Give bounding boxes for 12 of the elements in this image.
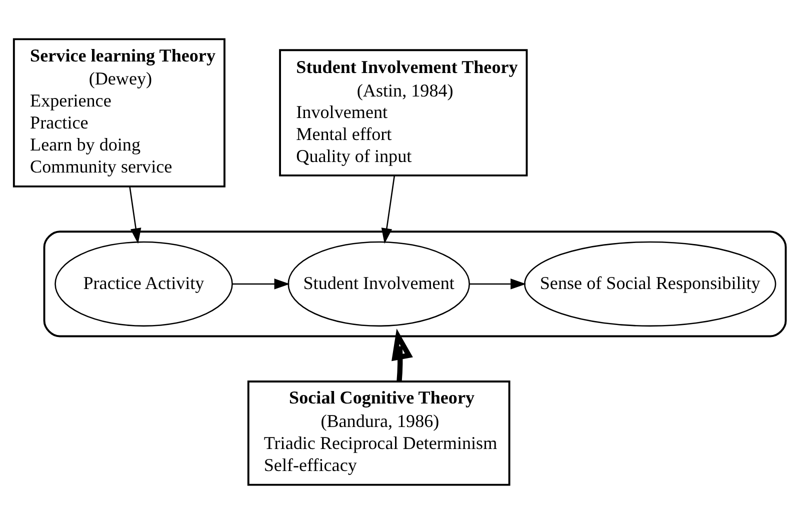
node-ellipse: Sense of Social Responsibility [524,241,776,327]
arrow [392,328,413,382]
node-ellipse: Practice Activity [54,241,233,327]
node-box: Student Involvement Theory (Astin, 1984) Involvement Mental effort Quality of input [279,49,528,176]
arrow [129,186,142,244]
arrow [381,176,396,244]
node-box: Social Cognitive Theory (Bandura, 1986) Triadic Reciprocal Determinism Self-efficacy [247,380,510,486]
cluster [43,230,787,338]
node-ellipse: Student Involvement [288,241,470,327]
node-box: Service learning Theory (Dewey) Experience Practice Learn by doing Community service [12,38,226,188]
arrow [469,278,526,290]
arrow [232,278,290,290]
